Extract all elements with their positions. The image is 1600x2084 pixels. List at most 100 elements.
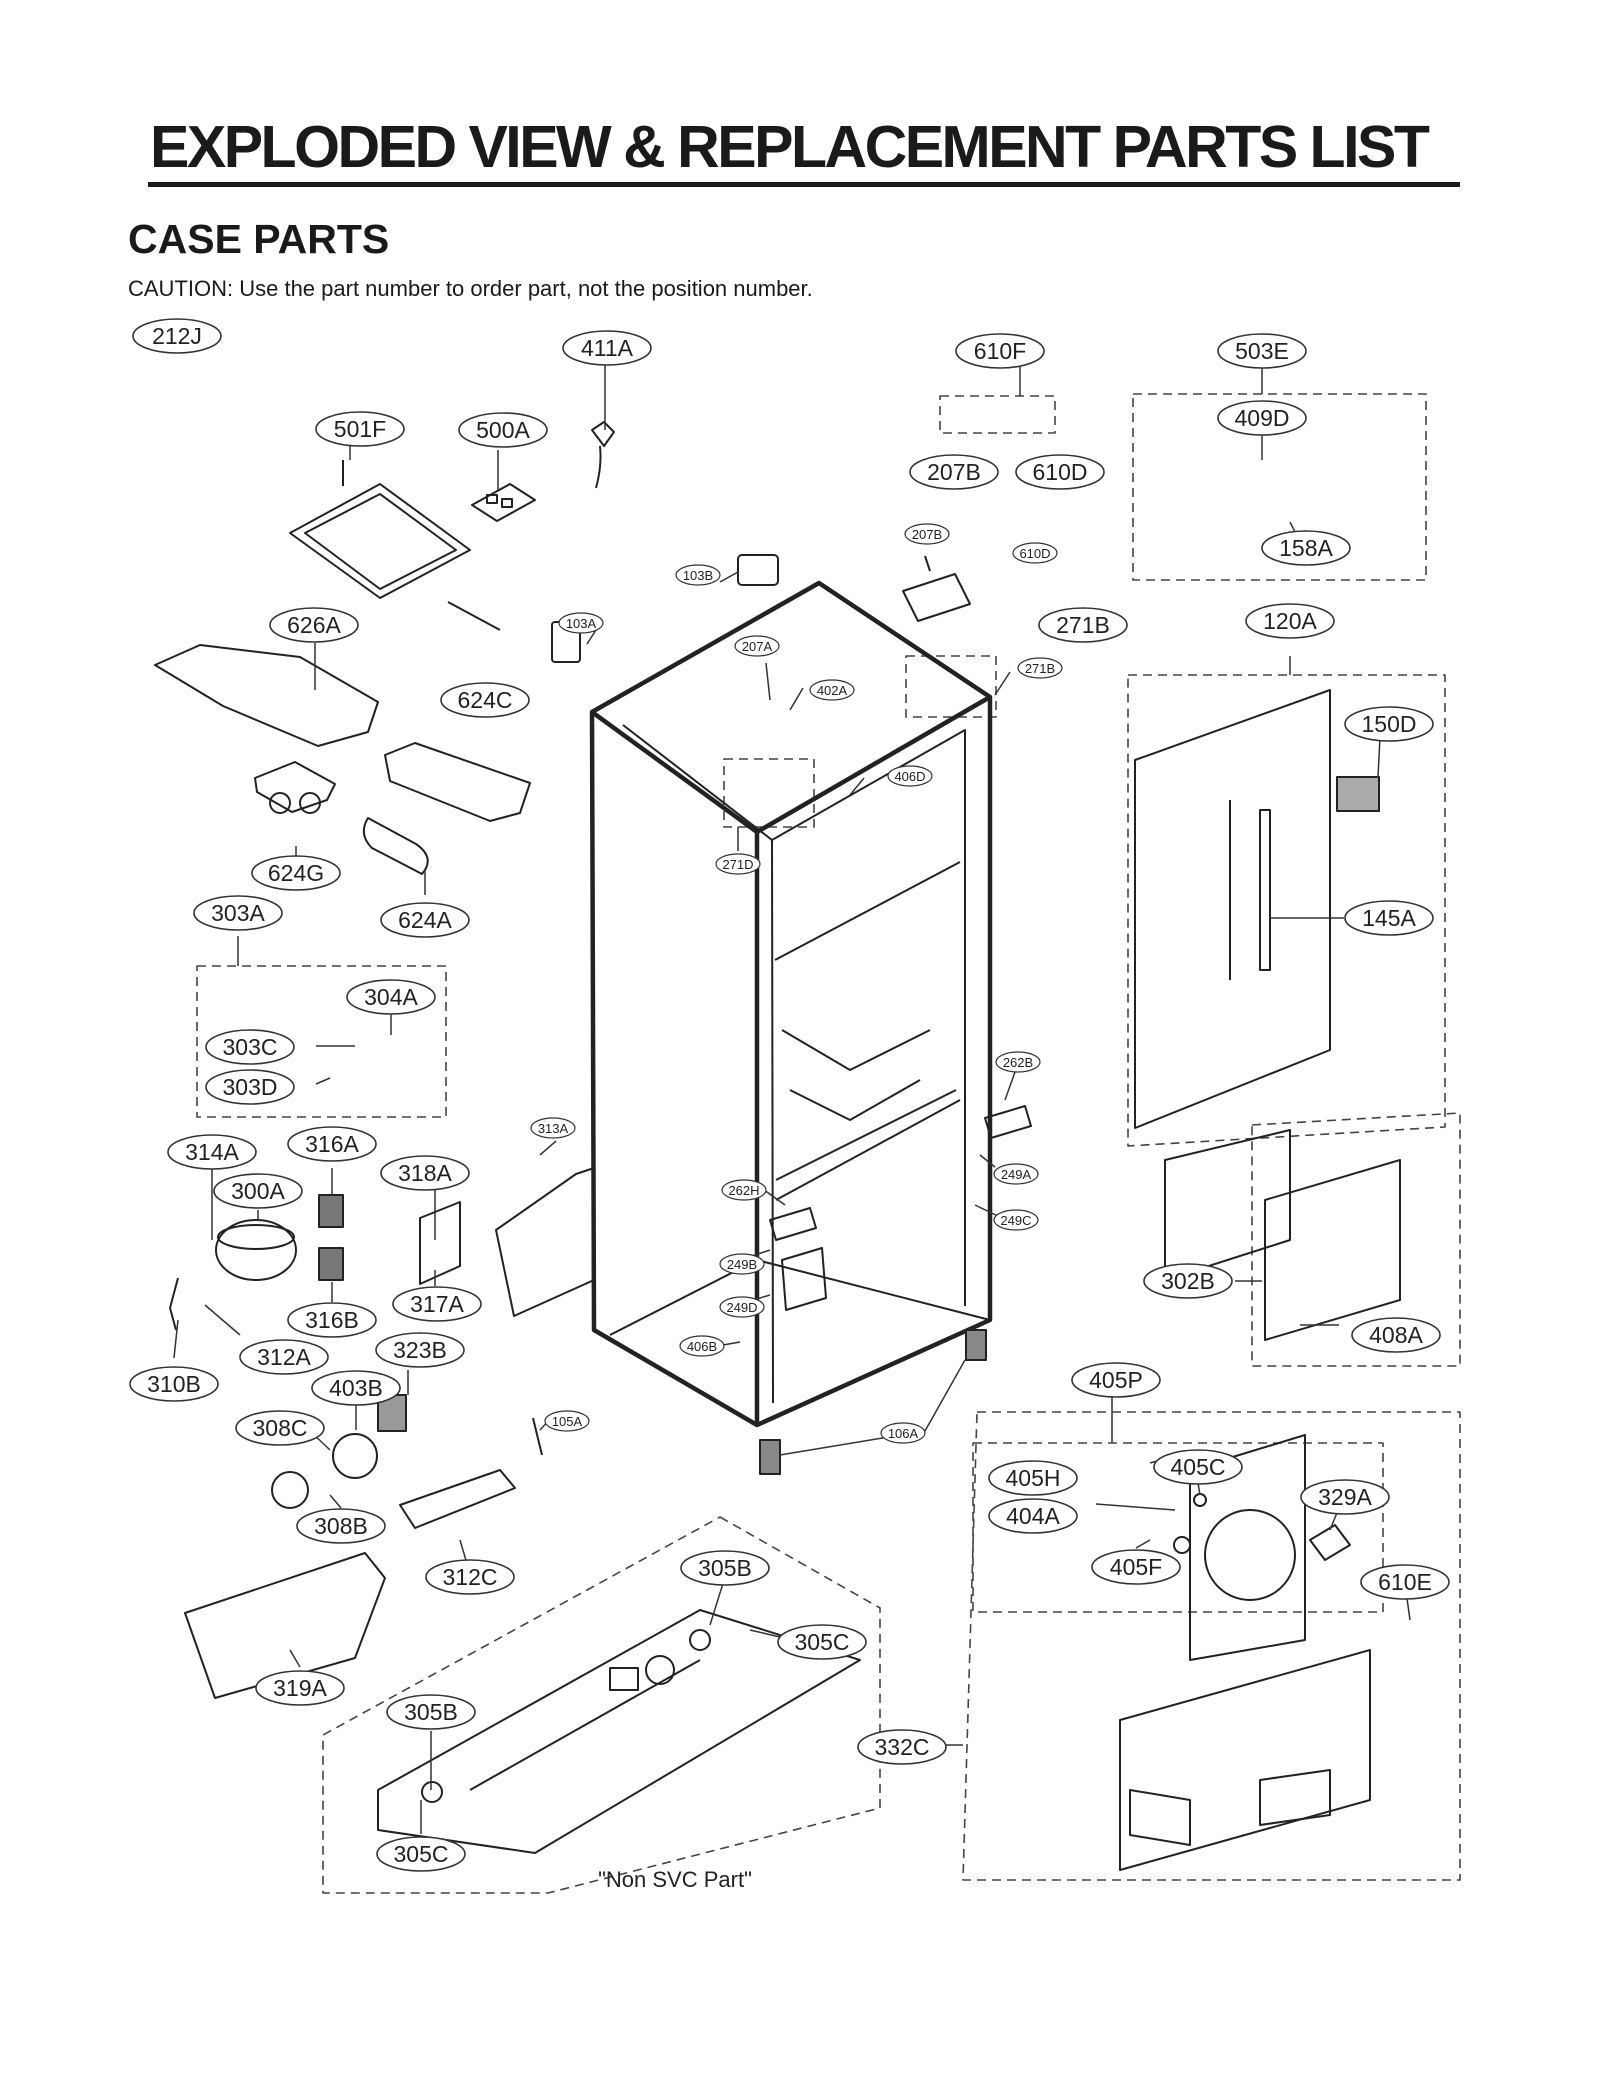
svg-text:405C: 405C: [1171, 1454, 1226, 1480]
callout-319A: 319A: [255, 1670, 345, 1706]
callout-323B: 323B: [375, 1332, 465, 1368]
svg-text:145A: 145A: [1362, 905, 1416, 931]
callout-503E: 503E: [1217, 333, 1307, 369]
svg-text:303A: 303A: [211, 900, 265, 926]
svg-text:624A: 624A: [398, 907, 452, 933]
svg-text:262H: 262H: [728, 1183, 759, 1198]
svg-text:312A: 312A: [257, 1344, 311, 1370]
callout-312C: 312C: [425, 1559, 515, 1595]
svg-text:303C: 303C: [223, 1034, 278, 1060]
callout-304A: 304A: [346, 979, 436, 1015]
svg-text:316A: 316A: [305, 1131, 359, 1157]
non-svc-part-note: "Non SVC Part": [598, 1867, 752, 1892]
svg-text:501F: 501F: [334, 416, 386, 442]
callout-310B: 310B: [129, 1366, 219, 1402]
svg-text:249A: 249A: [1001, 1167, 1032, 1182]
title-rule: [148, 182, 1460, 187]
callout-sm-103B: 103B: [675, 564, 721, 586]
svg-text:271B: 271B: [1056, 612, 1110, 638]
callout-305C-upper: 305C: [777, 1624, 867, 1660]
svg-text:103B: 103B: [683, 568, 713, 583]
callout-403B: 403B: [311, 1370, 401, 1406]
callout-sm-262B: 262B: [995, 1051, 1041, 1073]
svg-text:610D: 610D: [1019, 546, 1050, 561]
svg-text:503E: 503E: [1235, 338, 1289, 364]
callout-sm-249D: 249D: [719, 1296, 765, 1318]
svg-text:404A: 404A: [1006, 1503, 1060, 1529]
svg-text:300A: 300A: [231, 1178, 285, 1204]
parts-left-compressor: [169, 1167, 595, 1699]
callout-sm-271B: 271B: [1017, 657, 1063, 679]
callout-308B: 308B: [296, 1508, 386, 1544]
svg-text:408A: 408A: [1369, 1322, 1423, 1348]
svg-text:305B: 305B: [404, 1699, 458, 1725]
svg-text:318A: 318A: [398, 1160, 452, 1186]
svg-text:249C: 249C: [1000, 1213, 1031, 1228]
callout-409D: 409D: [1217, 400, 1307, 436]
svg-text:305C: 305C: [394, 1841, 449, 1867]
callout-332C: 332C: [857, 1729, 947, 1765]
callout-316B: 316B: [287, 1302, 377, 1338]
callout-626A: 626A: [269, 607, 359, 643]
callout-405P: 405P: [1071, 1362, 1161, 1398]
svg-text:332C: 332C: [875, 1734, 930, 1760]
callout-318A: 318A: [380, 1155, 470, 1191]
svg-text:406B: 406B: [687, 1339, 717, 1354]
callout-212J: 212J: [132, 318, 222, 354]
callout-145A: 145A: [1344, 900, 1434, 936]
svg-text:106A: 106A: [888, 1426, 919, 1441]
group-frames: [196, 393, 1461, 1894]
callout-sm-406D: 406D: [887, 765, 933, 787]
callout-624C: 624C: [440, 682, 530, 718]
callout-404A: 404A: [988, 1498, 1078, 1534]
svg-text:313A: 313A: [538, 1121, 569, 1136]
callout-271B: 271B: [1038, 607, 1128, 643]
svg-text:271D: 271D: [722, 857, 753, 872]
svg-text:271B: 271B: [1025, 661, 1055, 676]
svg-text:249D: 249D: [726, 1300, 757, 1315]
callout-408A: 408A: [1351, 1317, 1441, 1353]
svg-text:207B: 207B: [912, 527, 942, 542]
callout-303D: 303D: [205, 1069, 295, 1105]
callout-316A: 316A: [287, 1126, 377, 1162]
section-title: CASE PARTS: [128, 216, 390, 262]
callout-317A: 317A: [392, 1286, 482, 1322]
callout-sm-262H: 262H: [721, 1179, 767, 1201]
svg-text:305B: 305B: [698, 1555, 752, 1581]
callout-624G: 624G: [251, 855, 341, 891]
callout-303A: 303A: [193, 895, 283, 931]
callout-305C-lower: 305C: [376, 1836, 466, 1872]
callout-312A: 312A: [239, 1339, 329, 1375]
svg-text:150D: 150D: [1362, 711, 1417, 737]
callout-305B-lower: 305B: [386, 1694, 476, 1730]
callout-158A: 158A: [1261, 530, 1351, 566]
callout-sm-207B: 207B: [904, 523, 950, 545]
svg-text:403B: 403B: [329, 1375, 383, 1401]
callout-329A: 329A: [1300, 1479, 1390, 1515]
callout-sm-249B: 249B: [719, 1253, 765, 1275]
svg-text:329A: 329A: [1318, 1484, 1372, 1510]
svg-text:314A: 314A: [185, 1139, 239, 1165]
svg-text:304A: 304A: [364, 984, 418, 1010]
svg-text:120A: 120A: [1263, 608, 1317, 634]
svg-text:317A: 317A: [410, 1291, 464, 1317]
svg-text:302B: 302B: [1161, 1268, 1215, 1294]
svg-text:316B: 316B: [305, 1307, 359, 1333]
callout-120A: 120A: [1245, 603, 1335, 639]
callout-405F: 405F: [1091, 1549, 1181, 1585]
svg-text:409D: 409D: [1235, 405, 1290, 431]
callout-150D: 150D: [1344, 706, 1434, 742]
svg-text:249B: 249B: [727, 1257, 757, 1272]
parts-right: [1119, 689, 1401, 1871]
callout-sm-249A: 249A: [993, 1163, 1039, 1185]
svg-text:624C: 624C: [458, 687, 513, 713]
callout-sm-105A: 105A: [544, 1410, 590, 1432]
svg-text:405F: 405F: [1110, 1554, 1162, 1580]
callout-305B-upper: 305B: [680, 1550, 770, 1586]
svg-text:610E: 610E: [1378, 1569, 1432, 1595]
callout-sm-313A: 313A: [530, 1117, 576, 1139]
callout-405H: 405H: [988, 1460, 1078, 1496]
svg-text:610D: 610D: [1033, 459, 1088, 485]
callout-sm-106A: 106A: [880, 1422, 926, 1444]
svg-text:103A: 103A: [566, 616, 597, 631]
